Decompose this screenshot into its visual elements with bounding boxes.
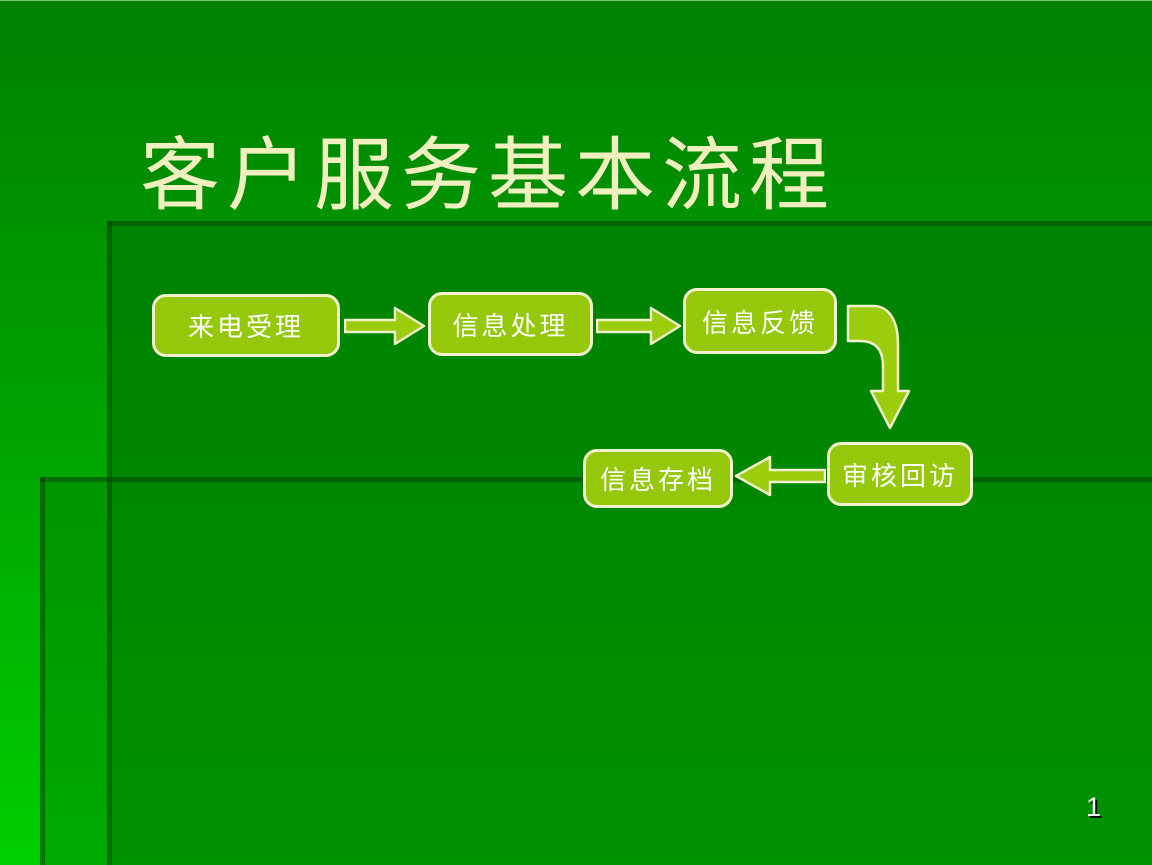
flow-box-review-followup: 审核回访 <box>827 442 973 506</box>
slide-title: 客户服务基本流程 <box>140 133 836 221</box>
flow-box-info-processing: 信息处理 <box>428 292 593 356</box>
flow-box-info-feedback: 信息反馈 <box>683 288 837 354</box>
left-arrow-icon <box>734 455 826 497</box>
curved-down-arrow-icon <box>846 304 911 430</box>
step-shadow-edge-horizontal-upper <box>107 221 1152 226</box>
flow-box-incoming-call: 来电受理 <box>152 294 340 357</box>
flow-box-info-archive: 信息存档 <box>583 449 733 508</box>
right-arrow-icon <box>344 306 426 346</box>
step-shadow-edge-vertical-upper <box>107 221 112 865</box>
page-number: 1 <box>1086 792 1102 822</box>
right-arrow-icon <box>596 306 682 346</box>
step-shadow-edge-vertical-lower <box>40 477 45 865</box>
